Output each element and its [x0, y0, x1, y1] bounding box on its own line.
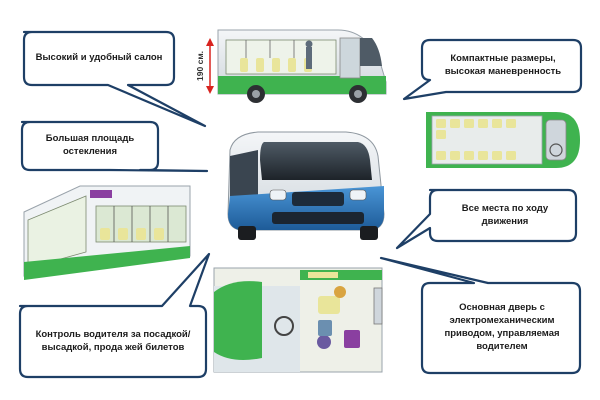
callout-glazing: Большая площадь остекления: [45, 133, 135, 157]
callout-seats-forward-shape: [395, 188, 578, 250]
callout-tall-salon-shape: [22, 30, 207, 128]
callout-glazing-shape: [20, 120, 209, 173]
callout-compact-shape: [402, 38, 583, 101]
minibus-roof-cutaway-icon: [23, 185, 191, 280]
minibus-side-cutaway-icon: [217, 29, 387, 103]
callout-main-door-shape: [379, 256, 582, 375]
callout-driver-control: Контроль водителя за посадкой/высадкой, …: [35, 329, 191, 353]
callout-driver-control-shape: [18, 252, 211, 379]
minibus-front-icon: [227, 131, 385, 240]
callout-main-door: Основная дверь с электромеханическим при…: [444, 302, 560, 352]
driver-area-icon: [213, 267, 383, 373]
interior-height-label: 190 см.: [195, 51, 205, 81]
minibus-seat-plan-icon: [426, 112, 580, 168]
callout-tall-salon: Высокий и удобный салон: [35, 51, 163, 63]
door-icon: [373, 287, 383, 325]
callout-seats-forward: Все места по ходу движения: [461, 202, 549, 227]
height-dimension-arrow: [206, 38, 214, 94]
callout-compact: Компактные размеры, высокая маневренност…: [444, 53, 562, 77]
